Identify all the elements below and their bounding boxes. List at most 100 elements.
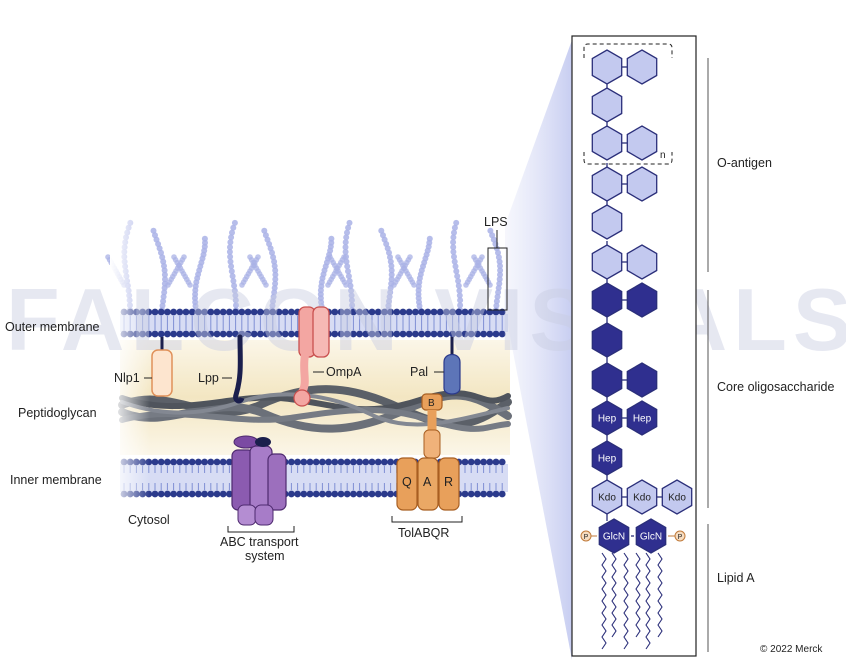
lipid-head xyxy=(213,458,221,466)
lipid-head xyxy=(170,308,178,316)
lps-bead xyxy=(328,235,335,242)
lps-bead xyxy=(344,229,350,236)
glcn-sugar-text: GlcN xyxy=(640,532,662,543)
lipid-head xyxy=(281,330,289,338)
lipid-head xyxy=(164,458,171,466)
lipid-head xyxy=(498,458,506,466)
lipid-head xyxy=(461,458,469,466)
lps-bead xyxy=(228,268,235,275)
lps-bead xyxy=(450,239,457,246)
lps-bead xyxy=(247,254,253,260)
lps-bead xyxy=(450,244,457,251)
lps-bead xyxy=(226,248,233,255)
lipid-head xyxy=(300,458,308,466)
lps-bead xyxy=(272,271,279,278)
hep-sugar-text: Hep xyxy=(598,454,617,465)
lps-bead xyxy=(343,234,350,241)
lipid-head xyxy=(151,458,159,466)
abc-bracket xyxy=(227,526,295,533)
lipid-head xyxy=(232,308,240,316)
lps-bead xyxy=(232,297,239,304)
tol-b-label: B xyxy=(428,398,435,409)
lipid-head xyxy=(257,308,264,316)
lps-bead xyxy=(159,302,166,309)
lipid-head xyxy=(306,458,314,466)
lipid-head xyxy=(263,330,270,338)
lipid-head xyxy=(418,308,425,316)
lipid-head xyxy=(176,330,184,338)
lipid-head xyxy=(213,308,221,316)
cytosol-label: Cytosol xyxy=(128,513,170,527)
lipid-head xyxy=(195,490,202,498)
lps-bead xyxy=(230,278,237,284)
lps-bead xyxy=(385,302,392,309)
lps-bead xyxy=(348,292,355,299)
lps-bead xyxy=(452,263,459,270)
lipid-head xyxy=(343,490,351,498)
lipid-head xyxy=(480,308,487,316)
lipid-head xyxy=(275,308,283,316)
lps-bead xyxy=(495,285,502,291)
lipid-head xyxy=(188,308,196,316)
lipid-head xyxy=(170,330,178,338)
lps-bead xyxy=(494,293,501,300)
lipid-head xyxy=(362,308,370,316)
lipid-head xyxy=(368,490,376,498)
lipid-head xyxy=(164,308,171,316)
lipid-head xyxy=(257,330,264,338)
pal-label: Pal xyxy=(410,365,428,379)
tolabqr-bracket xyxy=(391,516,463,523)
lipid-head xyxy=(170,458,178,466)
lipid-head xyxy=(486,330,494,338)
core-sugar xyxy=(626,362,658,398)
core-sugar xyxy=(626,282,658,318)
repeat-n-label: n xyxy=(660,150,666,161)
lipid-head xyxy=(486,458,494,466)
lipid-head xyxy=(213,330,221,338)
lipid-head xyxy=(461,308,469,316)
nlp1-label: Nlp1 xyxy=(114,371,140,385)
lps-bead xyxy=(271,263,278,269)
lps-bead xyxy=(345,224,352,231)
lpp-label: Lpp xyxy=(198,371,219,385)
lipid-head xyxy=(474,308,481,316)
lipid-head xyxy=(480,330,487,338)
lps-bead xyxy=(160,293,167,300)
lipid-head xyxy=(157,330,165,338)
lps-bead xyxy=(426,235,433,242)
lps-bead xyxy=(386,298,392,305)
lps-bead xyxy=(161,267,168,274)
lps-bead xyxy=(272,280,279,287)
lipid-head xyxy=(226,330,233,338)
peptidoglycan-layer xyxy=(118,385,512,433)
lps-bead xyxy=(161,289,168,296)
lps-bead xyxy=(456,292,463,299)
lipid-head xyxy=(424,330,432,338)
lps-bead xyxy=(272,276,279,283)
lipid-head xyxy=(157,308,165,316)
lipid-head xyxy=(368,308,376,316)
lipid-head xyxy=(350,330,357,338)
lipid-head xyxy=(356,458,363,466)
lps-bead xyxy=(346,278,353,284)
lps-bead xyxy=(453,268,460,275)
lipid-head xyxy=(188,330,196,338)
lipid-head xyxy=(368,458,376,466)
kdo-sugar xyxy=(626,479,658,515)
lipid-head xyxy=(350,490,357,498)
lipid-head xyxy=(226,308,233,316)
lps-bead xyxy=(227,244,233,251)
lps-bead xyxy=(229,273,236,280)
lipid-head xyxy=(300,490,308,498)
lps-bead xyxy=(342,244,349,251)
left-fade xyxy=(110,220,150,520)
lipid-head xyxy=(412,330,419,338)
lps-bead xyxy=(496,258,503,265)
lps-bead xyxy=(471,254,477,260)
lps-bead xyxy=(455,278,462,284)
lps-bead xyxy=(342,248,349,255)
lipid-head xyxy=(393,330,401,338)
lipid-head xyxy=(374,330,382,338)
